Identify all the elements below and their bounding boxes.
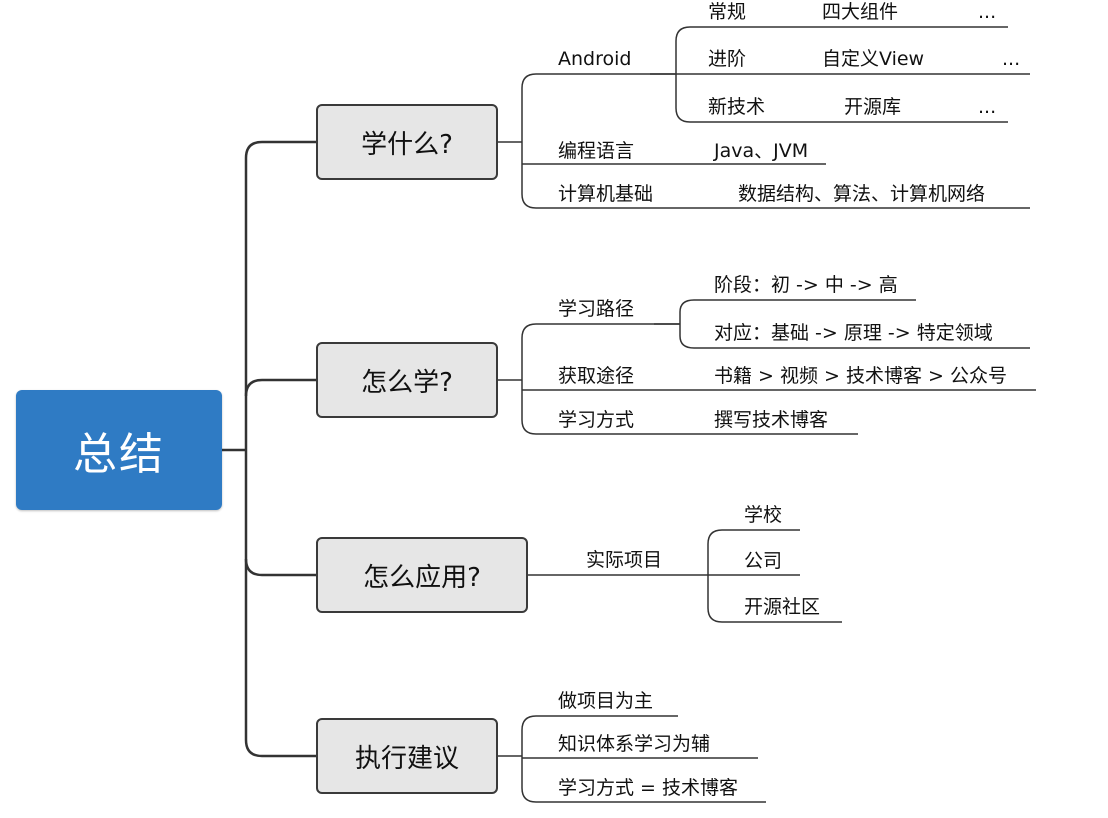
topic-advice-label: 执行建议 bbox=[354, 743, 459, 774]
node-android-newtech-detail[interactable]: 开源库 bbox=[844, 96, 902, 118]
node-lang[interactable]: 编程语言 bbox=[558, 140, 635, 162]
root-node[interactable]: 总结 bbox=[16, 390, 222, 510]
node-cs[interactable]: 计算机基础 bbox=[558, 183, 654, 205]
node-source[interactable]: 获取途径 bbox=[558, 365, 635, 387]
node-advice-3[interactable]: 学习方式 = 技术博客 bbox=[558, 777, 738, 799]
node-android-basic[interactable]: 常规 bbox=[708, 1, 747, 23]
topic-how-label: 怎么学? bbox=[361, 367, 453, 398]
node-android-advanced-detail[interactable]: 自定义View bbox=[822, 48, 925, 70]
node-path-stage[interactable]: 阶段：初 -> 中 -> 高 bbox=[714, 274, 898, 296]
node-project-company[interactable]: 公司 bbox=[744, 550, 783, 572]
node-method-detail[interactable]: 撰写技术博客 bbox=[714, 409, 829, 431]
link-apply bbox=[244, 558, 316, 577]
topic-apply[interactable]: 怎么应用? bbox=[316, 537, 528, 613]
node-source-detail[interactable]: 书籍 > 视频 > 技术博客 > 公众号 bbox=[714, 365, 1007, 387]
topic-how[interactable]: 怎么学? bbox=[316, 342, 498, 418]
node-advice-2[interactable]: 知识体系学习为辅 bbox=[558, 733, 711, 755]
node-method[interactable]: 学习方式 bbox=[558, 409, 635, 431]
node-android-advanced-more[interactable]: ... bbox=[1002, 48, 1021, 70]
root-trunk bbox=[244, 140, 263, 758]
node-android[interactable]: Android bbox=[558, 48, 632, 70]
node-android-newtech[interactable]: 新技术 bbox=[708, 96, 766, 118]
trunk-connectors bbox=[222, 140, 316, 758]
node-project-opensource[interactable]: 开源社区 bbox=[744, 596, 821, 618]
node-android-newtech-more[interactable]: ... bbox=[978, 96, 997, 118]
root-title: 总结 bbox=[73, 429, 165, 480]
topic-what[interactable]: 学什么? bbox=[316, 104, 498, 180]
topic-advice[interactable]: 执行建议 bbox=[316, 718, 498, 794]
node-android-advanced[interactable]: 进阶 bbox=[708, 48, 747, 70]
node-path-map[interactable]: 对应：基础 -> 原理 -> 特定领域 bbox=[714, 322, 993, 344]
branch-connectors bbox=[498, 26, 1036, 803]
node-project[interactable]: 实际项目 bbox=[586, 549, 663, 571]
link-how bbox=[244, 378, 316, 397]
topic-apply-label: 怎么应用? bbox=[363, 562, 481, 593]
node-advice-1[interactable]: 做项目为主 bbox=[558, 690, 654, 712]
node-cs-detail[interactable]: 数据结构、算法、计算机网络 bbox=[738, 183, 986, 205]
topic-what-label: 学什么? bbox=[361, 129, 453, 160]
node-android-basic-more[interactable]: ... bbox=[978, 1, 997, 23]
node-android-basic-detail[interactable]: 四大组件 bbox=[822, 1, 899, 23]
node-project-school[interactable]: 学校 bbox=[744, 504, 783, 526]
node-path[interactable]: 学习路径 bbox=[558, 298, 635, 320]
node-lang-detail[interactable]: Java、JVM bbox=[714, 140, 809, 162]
